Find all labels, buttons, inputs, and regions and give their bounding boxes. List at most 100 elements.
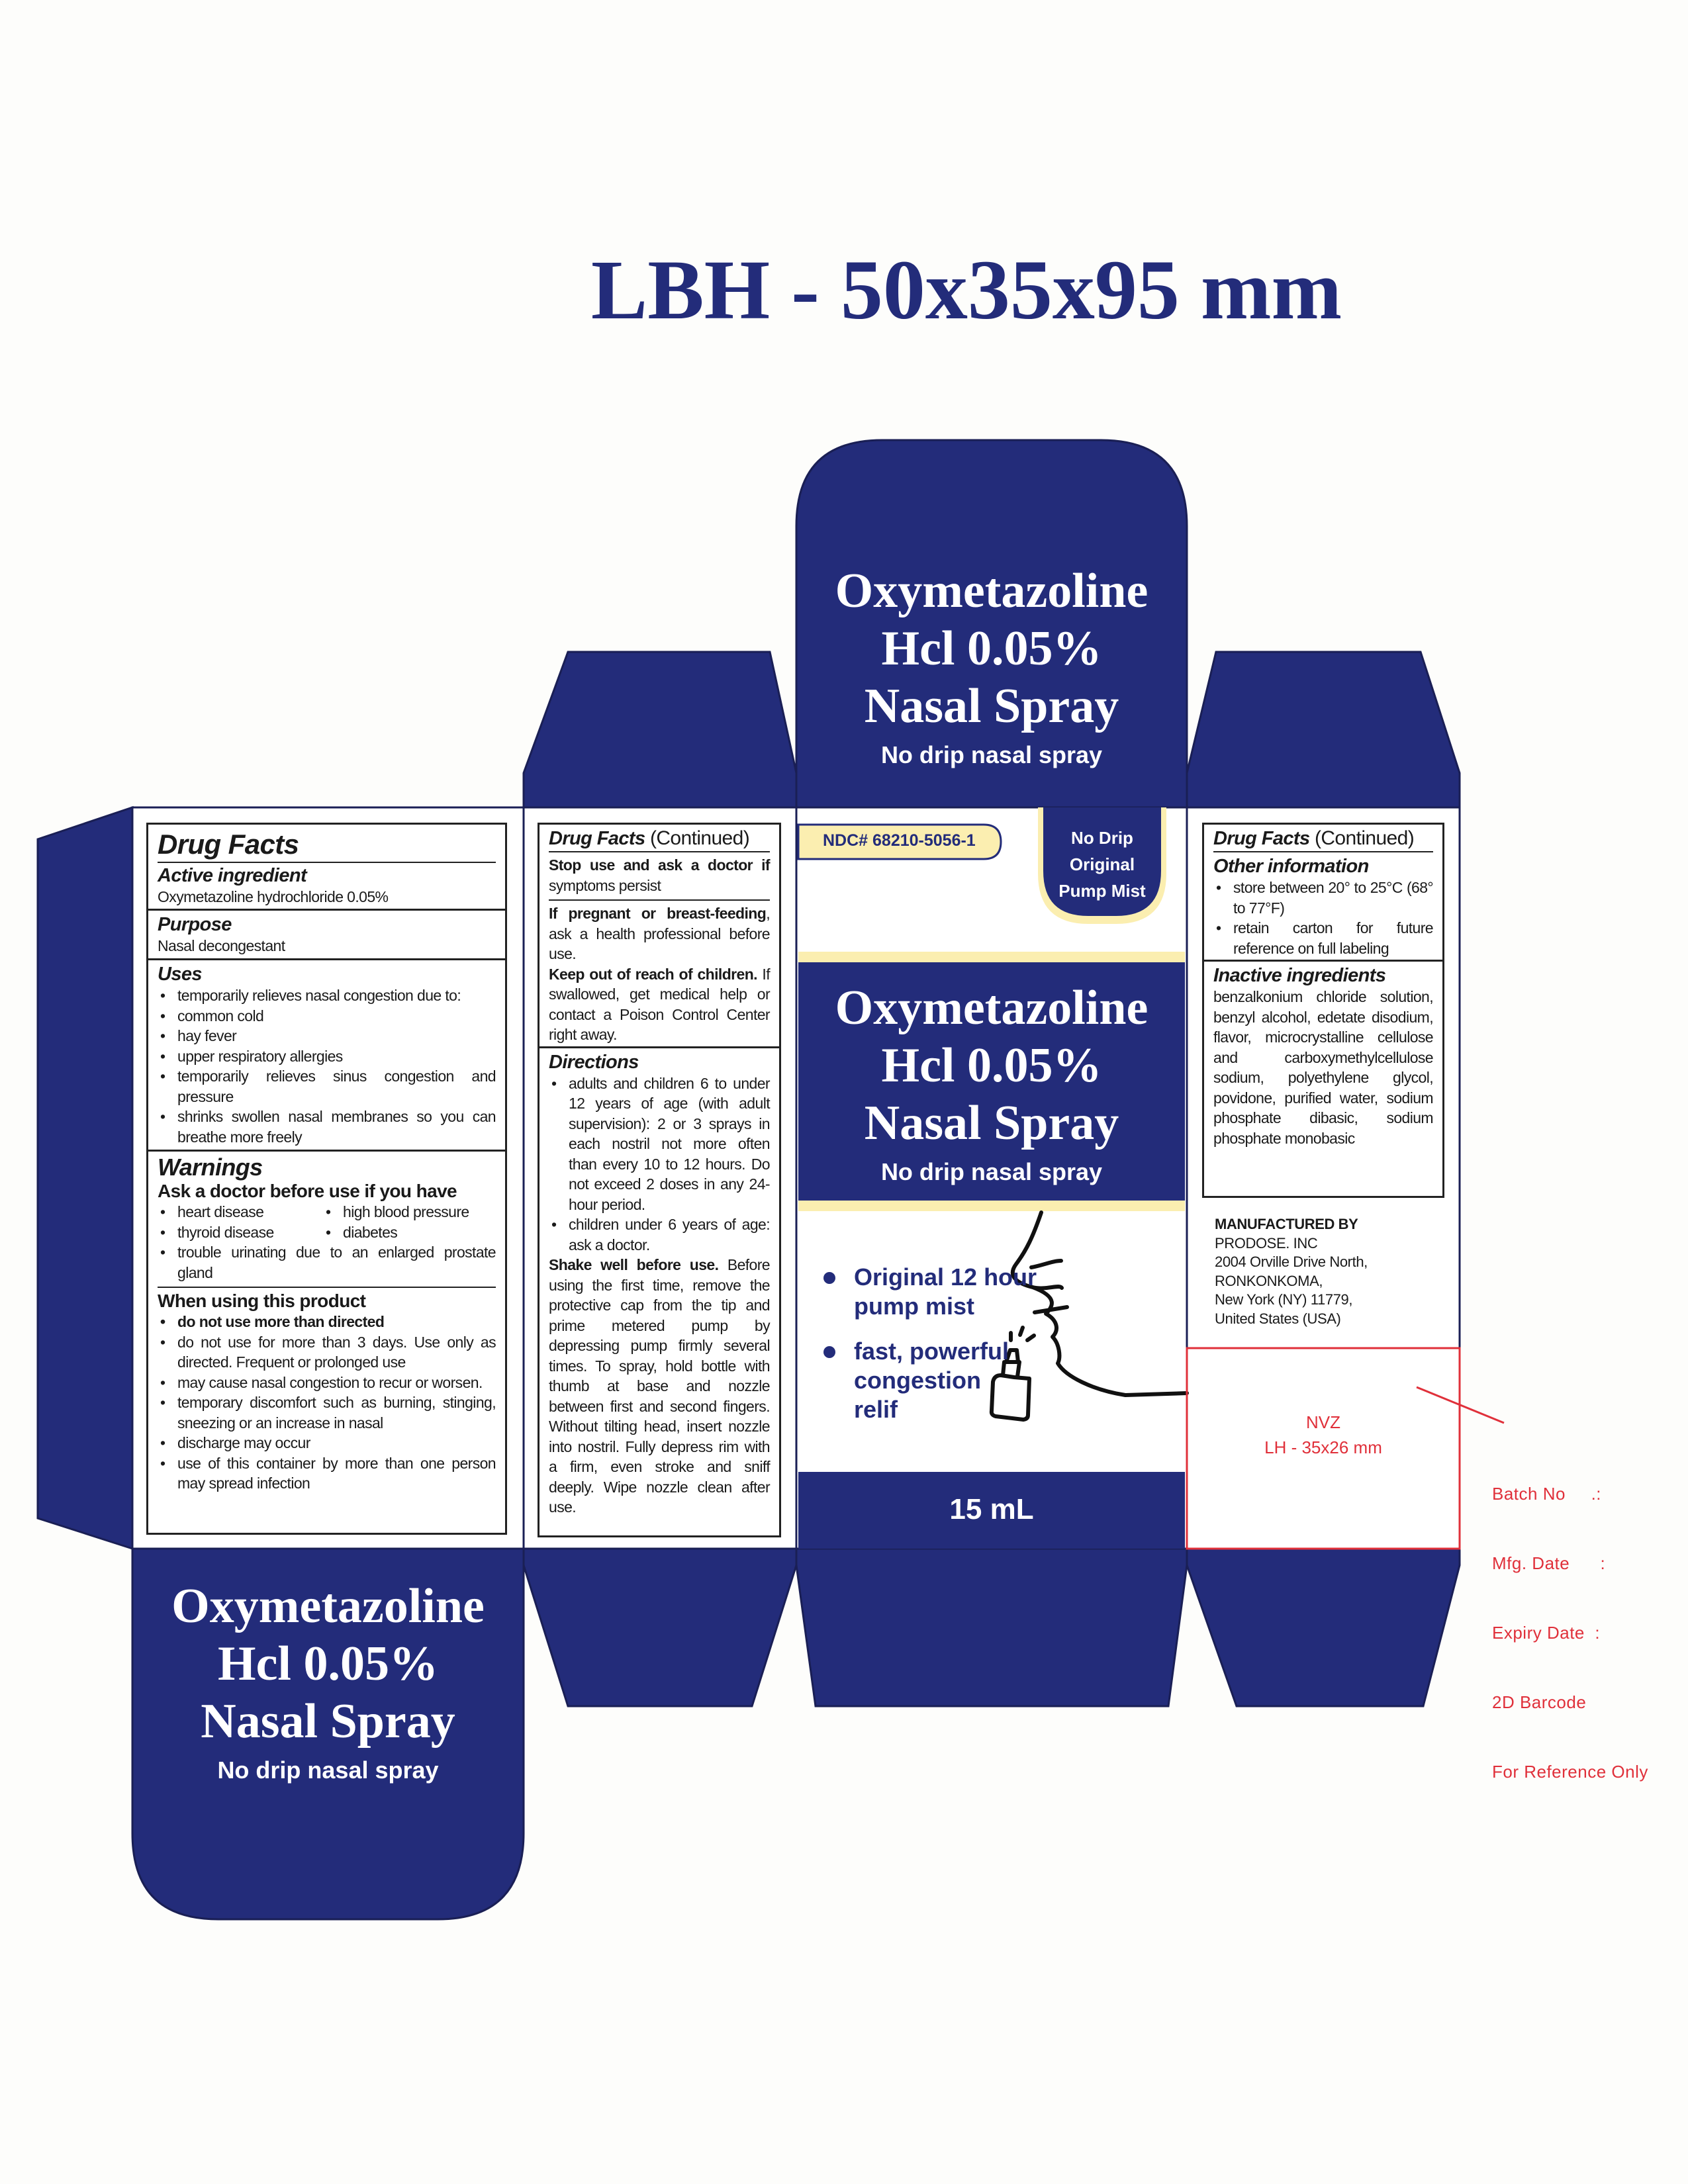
brand-subtitle: No drip nasal spray	[880, 741, 1103, 768]
when-using-list: do not use more than directed do not use…	[158, 1312, 496, 1494]
side-tab-bottom-right	[1186, 1547, 1461, 1707]
bullet-text: Original 12 hour	[854, 1263, 1037, 1291]
inactive-text: benzalkonium chloride solution, benzyl a…	[1213, 988, 1434, 1147]
brand-line-2: Hcl 0.05%	[881, 621, 1102, 676]
volume-label: 15 mL	[949, 1493, 1034, 1525]
brand-line-1: Oxymetazoline	[835, 564, 1149, 618]
dimensions-headline: LBH - 50x35x95 mm	[590, 243, 1342, 337]
warnings-heading: Warnings	[158, 1154, 263, 1181]
side-tab-top-right	[1186, 651, 1461, 809]
shake-heading: Shake well before use.	[549, 1256, 719, 1273]
list-item: temporarily relieves nasal congestion du…	[158, 985, 496, 1006]
annotation-line: For Reference Only	[1492, 1762, 1648, 1782]
drug-facts-title: Drug Facts	[1213, 828, 1310, 849]
list-item: thyroid disease	[158, 1222, 323, 1243]
other-info-list: store between 20° to 25°C (68° to 77°F) …	[1213, 878, 1434, 958]
front-bullet-1: Original 12 hour pump mist	[854, 1263, 1037, 1321]
inactive-heading: Inactive ingredients	[1213, 965, 1386, 986]
continued-label: (Continued)	[649, 827, 750, 849]
list-item: diabetes	[323, 1222, 469, 1243]
manufacturer-line: 2004 Orville Drive North,	[1215, 1253, 1368, 1270]
keep-out-heading: Keep out of reach of children.	[549, 965, 758, 983]
front-bullet-2: fast, powerful congestion relif	[854, 1337, 1009, 1424]
bullet-text: relif	[854, 1396, 898, 1423]
face-nasal-spray-icon	[989, 1210, 1189, 1422]
ndc-pill-shape	[797, 823, 1002, 860]
keep-out-text: If swallowed, get medical help or contac…	[549, 965, 771, 1044]
badge-line: Original	[1069, 854, 1135, 874]
purpose-heading: Purpose	[158, 913, 232, 935]
badge-line: No Drip	[1071, 828, 1133, 848]
uses-list: temporarily relieves nasal congestion du…	[158, 985, 496, 1147]
nvz-size: LH - 35x26 mm	[1264, 1437, 1382, 1457]
active-heading: Active ingredient	[158, 865, 307, 886]
glue-flap	[36, 805, 134, 1551]
top-lid-brand: Oxymetazoline Hcl 0.05% Nasal Spray No d…	[796, 563, 1187, 775]
manufacturer-heading: MANUFACTURED BY	[1215, 1216, 1358, 1232]
list-item: children under 6 years of age: ask a doc…	[549, 1214, 771, 1255]
purpose-text: Nasal decongestant	[158, 936, 285, 954]
manufacturer-line: United States (USA)	[1215, 1310, 1341, 1327]
stop-use-text: symptoms persist	[549, 876, 661, 894]
other-info-heading: Other information	[1213, 856, 1369, 877]
ask-doctor-list-left: heart disease thyroid disease	[158, 1202, 323, 1242]
bullet-text: pump mist	[854, 1293, 975, 1320]
ndc-number: NDC# 68210-5056-1	[823, 831, 976, 850]
shake-text: Before using the first time, remove the …	[549, 1256, 771, 1516]
list-item: temporary discomfort such as burning, st…	[158, 1392, 496, 1433]
bottom-lid-brand: Oxymetazoline Hcl 0.05% Nasal Spray No d…	[132, 1578, 524, 1790]
directions-list: adults and children 6 to under 12 years …	[549, 1073, 771, 1255]
annotation-line: Expiry Date :	[1492, 1623, 1601, 1643]
list-item: do not use more than directed	[158, 1312, 496, 1332]
annotation-line: Mfg. Date :	[1492, 1553, 1606, 1573]
manufacturer-line: PRODOSE. INC	[1215, 1234, 1318, 1251]
side-tab-bottom-left	[522, 1547, 798, 1707]
no-drip-badge: No Drip Original Pump Mist	[1043, 825, 1161, 904]
drug-facts-panel-2: Drug Facts (Continued) Stop use and ask …	[538, 823, 781, 1537]
bottom-lid-flap	[131, 1547, 525, 1921]
manufacturer-line: New York (NY) 11779,	[1215, 1291, 1353, 1308]
drug-facts-panel-3: Drug Facts (Continued) Other information…	[1202, 823, 1444, 1198]
annotation-line: 2D Barcode	[1492, 1692, 1587, 1712]
pregnant-heading: If pregnant or breast-feeding	[549, 905, 767, 922]
front-bottom-tab	[795, 1547, 1188, 1707]
list-item: store between 20° to 25°C (68° to 77°F)	[1213, 878, 1434, 918]
nvz-leader-line	[1416, 1386, 1505, 1424]
nvz-label: NVZ LH - 35x26 mm	[1187, 1410, 1460, 1460]
top-lid-flap	[795, 439, 1188, 809]
list-item: heart disease	[158, 1202, 323, 1222]
nvz-box	[1186, 1347, 1461, 1550]
ask-doctor-heading: Ask a doctor before use if you have	[158, 1181, 457, 1201]
brand-line-3: Nasal Spray	[201, 1694, 455, 1749]
list-item: may cause nasal congestion to recur or w…	[158, 1373, 496, 1393]
brand-line-2: Hcl 0.05%	[218, 1637, 438, 1691]
list-item: shrinks swollen nasal membranes so you c…	[158, 1107, 496, 1147]
side-tab-top-left	[522, 651, 798, 809]
list-item: trouble urinating due to an enlarged pro…	[158, 1242, 496, 1283]
list-item: retain carton for future reference on fu…	[1213, 918, 1434, 958]
list-item: discharge may occur	[158, 1433, 496, 1453]
list-item: adults and children 6 to under 12 years …	[549, 1073, 771, 1215]
list-item: use of this container by more than one p…	[158, 1453, 496, 1494]
pregnant-text: , ask a health professional before use.	[549, 905, 771, 962]
bullet-text: congestion	[854, 1367, 982, 1394]
brand-line-2: Hcl 0.05%	[881, 1038, 1102, 1093]
drug-facts-panel-1: Drug Facts Active ingredient Oxymetazoli…	[146, 823, 507, 1535]
list-item: common cold	[158, 1006, 496, 1026]
front-title-band	[798, 962, 1185, 1201]
volume-band	[798, 1472, 1185, 1549]
brand-line-3: Nasal Spray	[864, 1096, 1119, 1150]
nvz-title: NVZ	[1306, 1412, 1340, 1432]
continued-label: (Continued)	[1314, 827, 1415, 849]
brand-subtitle: No drip nasal spray	[217, 1756, 439, 1784]
list-item: do not use for more than 3 days. Use onl…	[158, 1332, 496, 1373]
drug-facts-title: Drug Facts	[158, 827, 496, 863]
list-item: upper respiratory allergies	[158, 1046, 496, 1067]
manufacturer-block: MANUFACTURED BY PRODOSE. INC 2004 Orvill…	[1215, 1215, 1368, 1328]
brand-subtitle: No drip nasal spray	[880, 1158, 1103, 1185]
active-text: Oxymetazoline hydrochloride 0.05%	[158, 888, 389, 905]
brand-line-3: Nasal Spray	[864, 679, 1119, 733]
bullet-text: fast, powerful	[854, 1338, 1009, 1365]
list-item: high blood pressure	[323, 1202, 469, 1222]
drug-facts-title: Drug Facts	[549, 828, 645, 849]
